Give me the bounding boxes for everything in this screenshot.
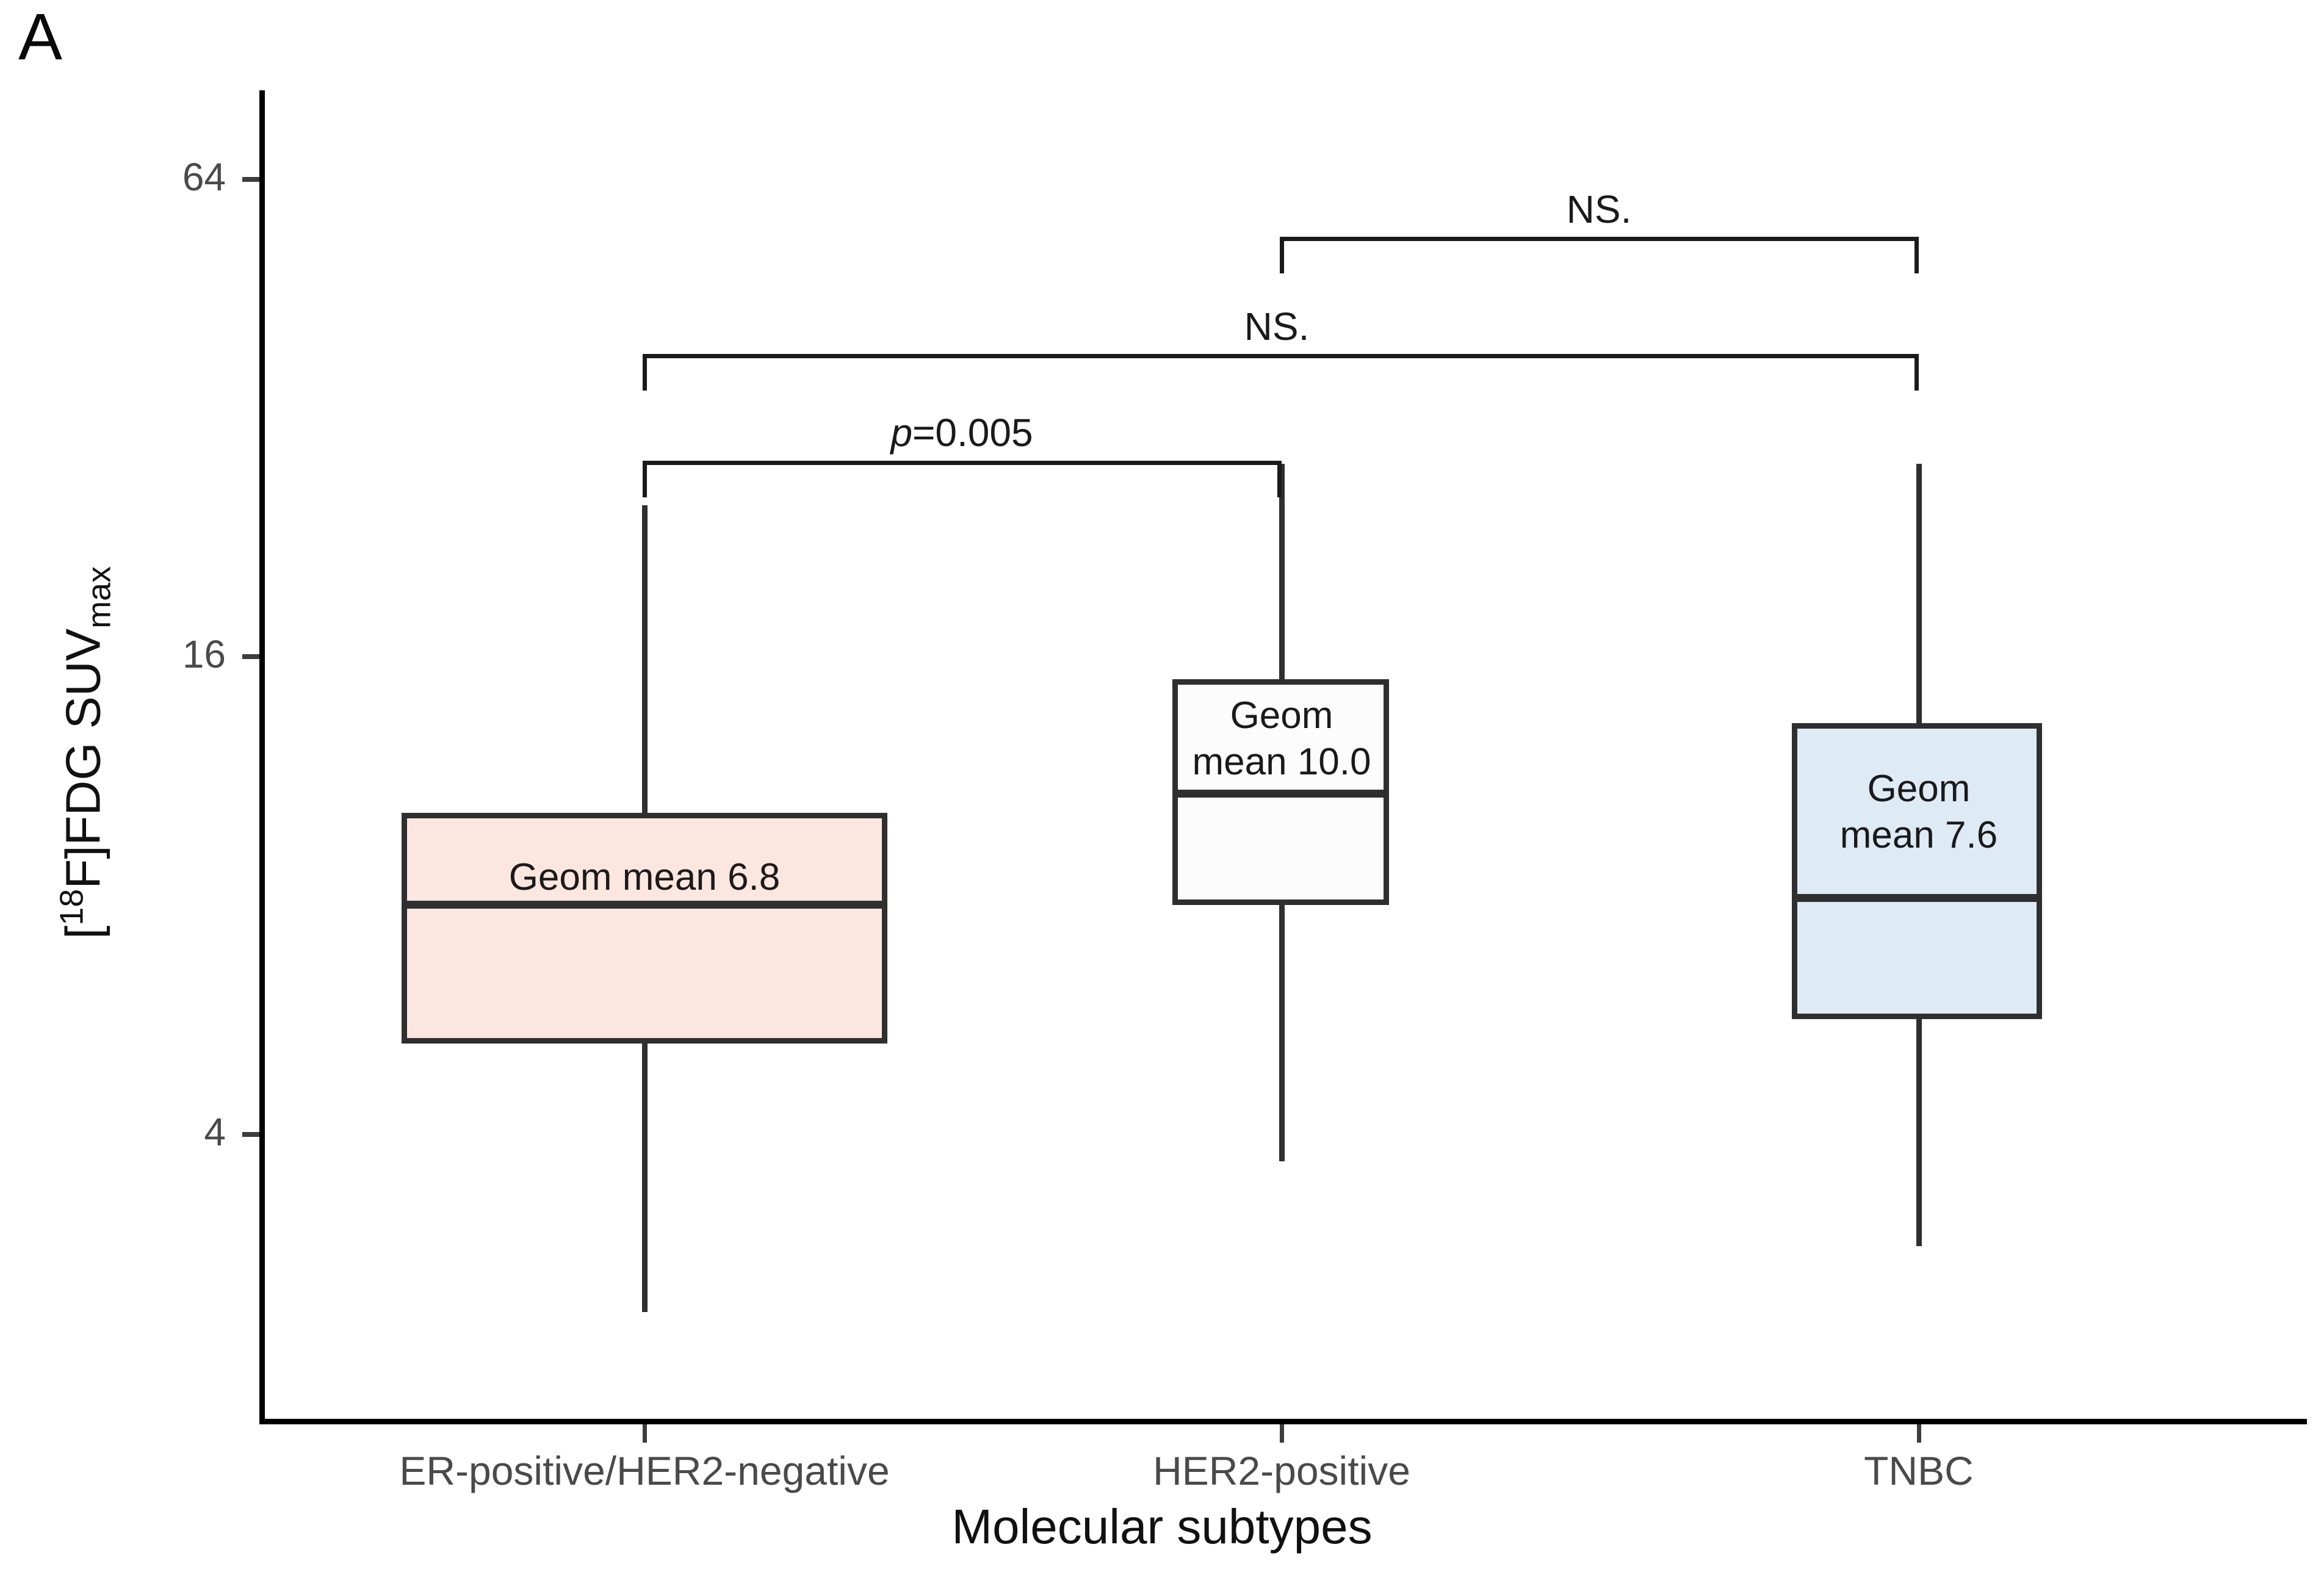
x-tick-label-tnbc: TNBC — [1864, 1448, 1974, 1493]
sig-label-her2-vs-tnbc: NS. — [1566, 187, 1632, 231]
box-annotation-her2-line1: Geom — [1230, 694, 1333, 737]
whisker-lower-tnbc — [1916, 1019, 1922, 1246]
sig-leg-left — [643, 461, 647, 497]
sig-label-p-value: =0.005 — [912, 411, 1033, 455]
x-tick-mark-tnbc — [1917, 1424, 1921, 1443]
y-axis-title: [18F]FDG SUVmax — [53, 566, 118, 939]
median-line-her2-positive — [1172, 790, 1389, 798]
box-annotation-her2-line2: mean 10.0 — [1192, 740, 1371, 783]
sig-bracket-er-vs-tnbc — [643, 354, 1919, 415]
sig-label-er-vs-tnbc: NS. — [1244, 305, 1310, 348]
sig-bracket-er-vs-her2 — [643, 461, 1282, 522]
whisker-upper-er-positive — [642, 505, 648, 813]
sig-leg-right — [1277, 461, 1282, 497]
whisker-upper-her2-positive — [1279, 464, 1285, 679]
box-er-positive — [402, 813, 887, 1044]
y-tick-mark-16 — [242, 654, 259, 659]
sig-bar — [1280, 237, 1919, 241]
y-tick-label-64: 64 — [182, 155, 226, 199]
box-annotation-tnbc-line1: Geom — [1867, 768, 1971, 810]
sig-bracket-her2-vs-tnbc — [1280, 237, 1919, 298]
box-tnbc — [1792, 723, 2042, 1019]
box-annotation-er-positive: Geom mean 6.8 — [508, 856, 781, 898]
sig-leg-right — [1914, 354, 1919, 391]
median-line-er-positive — [402, 901, 887, 909]
box-annotation-tnbc-line2: mean 7.6 — [1839, 813, 1998, 856]
y-tick-label-16: 16 — [182, 632, 226, 676]
x-tick-label-her2-positive: HER2-positive — [1153, 1448, 1410, 1493]
whisker-lower-er-positive — [642, 1044, 648, 1312]
x-axis-title: Molecular subtypes — [951, 1499, 1373, 1554]
sig-bar — [643, 354, 1919, 358]
x-axis-line — [259, 1419, 2307, 1424]
y-tick-mark-64 — [242, 177, 259, 182]
whisker-upper-tnbc — [1916, 464, 1922, 723]
sig-leg-right — [1914, 237, 1919, 273]
y-tick-label-4: 4 — [204, 1110, 226, 1154]
sig-leg-left — [643, 354, 647, 391]
x-tick-label-er-positive: ER-positive/HER2-negative — [399, 1448, 890, 1493]
sig-leg-left — [1280, 237, 1284, 273]
y-tick-mark-4 — [242, 1132, 259, 1137]
x-tick-mark-her2-positive — [1280, 1424, 1284, 1443]
sig-label-italic-p: p — [890, 411, 913, 455]
x-tick-mark-er-positive — [643, 1424, 647, 1443]
sig-bar — [643, 461, 1282, 465]
whisker-lower-her2-positive — [1279, 905, 1285, 1161]
y-axis-line — [259, 90, 265, 1424]
sig-label-er-vs-her2: p=0.005 — [890, 410, 1033, 455]
median-line-tnbc — [1792, 894, 2042, 902]
panel-label: A — [18, 0, 63, 73]
